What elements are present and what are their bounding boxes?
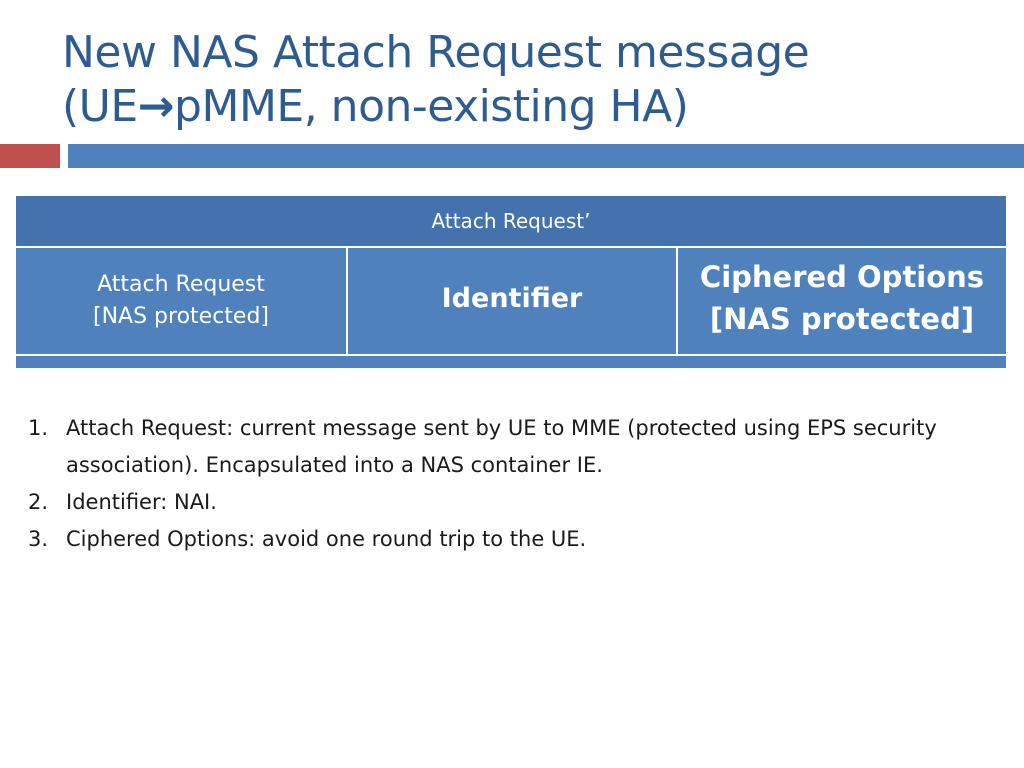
slide-title: New NAS Attach Request message (UE→pMME,… (62, 26, 1002, 134)
list-item-text: Attach Request: current message sent by … (66, 416, 937, 477)
list-item: 1. Attach Request: current message sent … (28, 410, 988, 484)
list-item: 2. Identifier: NAI. (28, 484, 988, 521)
title-line-1: New NAS Attach Request message (62, 27, 810, 78)
field-attach-request: Attach Request [NAS protected] (16, 248, 346, 354)
accent-bar-red (0, 144, 60, 168)
list-item-text: Identifier: NAI. (66, 490, 217, 514)
field-attach-request-line1: Attach Request (97, 272, 265, 297)
field-divider (676, 248, 678, 354)
title-line-2: (UE→pMME, non-existing HA) (62, 80, 1002, 134)
list-item: 3. Ciphered Options: avoid one round tri… (28, 521, 988, 558)
list-item-text: Ciphered Options: avoid one round trip t… (66, 527, 587, 551)
list-item-number: 3. (28, 527, 49, 551)
title-line-2-suffix: pMME, non-existing HA) (174, 81, 689, 132)
right-arrow-icon: → (137, 81, 175, 132)
field-identifier-label: Identifier (441, 282, 583, 314)
message-structure-diagram: Attach Request’ Attach Request [NAS prot… (16, 196, 1006, 368)
field-divider (346, 248, 348, 354)
header-divider (16, 246, 1006, 248)
field-ciphered-options-line2: [NAS protected] (709, 302, 975, 336)
list-item-number: 2. (28, 490, 49, 514)
title-line-2-prefix: (UE (62, 81, 138, 132)
field-ciphered-options: Ciphered Options [NAS protected] (678, 248, 1006, 354)
accent-bar-blue (68, 144, 1024, 168)
field-identifier: Identifier (348, 248, 676, 354)
notes-list: 1. Attach Request: current message sent … (28, 410, 988, 558)
message-bottom-line (16, 354, 1006, 356)
message-header: Attach Request’ (16, 196, 1006, 246)
field-attach-request-line2: [NAS protected] (93, 304, 269, 329)
field-ciphered-options-line1: Ciphered Options (699, 260, 985, 294)
list-item-number: 1. (28, 416, 49, 440)
